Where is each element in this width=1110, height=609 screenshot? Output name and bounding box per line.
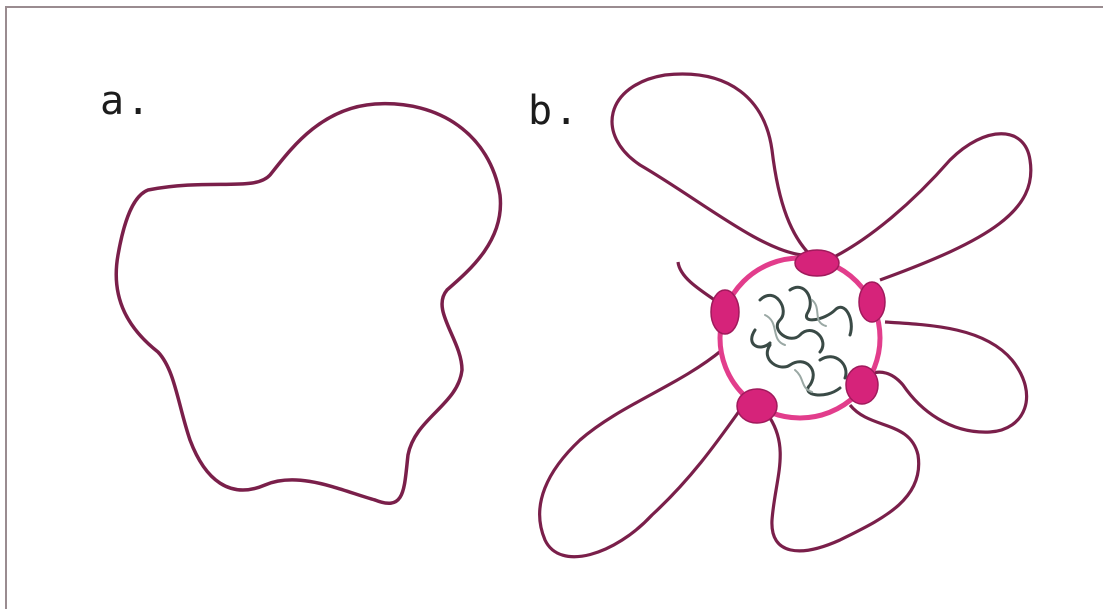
attachment-blob-left	[711, 290, 739, 334]
attachment-blob-right	[859, 282, 885, 322]
chromatin-light	[765, 300, 826, 392]
attachment-blob-top	[795, 250, 839, 276]
attachment-blob-lower-left	[737, 389, 777, 423]
panel-a-closed-loop	[116, 104, 500, 504]
panel-b-loops	[540, 74, 1031, 557]
loop-right	[870, 322, 1027, 432]
loop-lower-right	[770, 405, 919, 551]
loop-top	[612, 74, 818, 262]
attachment-blob-lower-right	[846, 366, 878, 404]
loop-lower-left	[540, 350, 740, 557]
loop-upper-right	[828, 134, 1031, 280]
